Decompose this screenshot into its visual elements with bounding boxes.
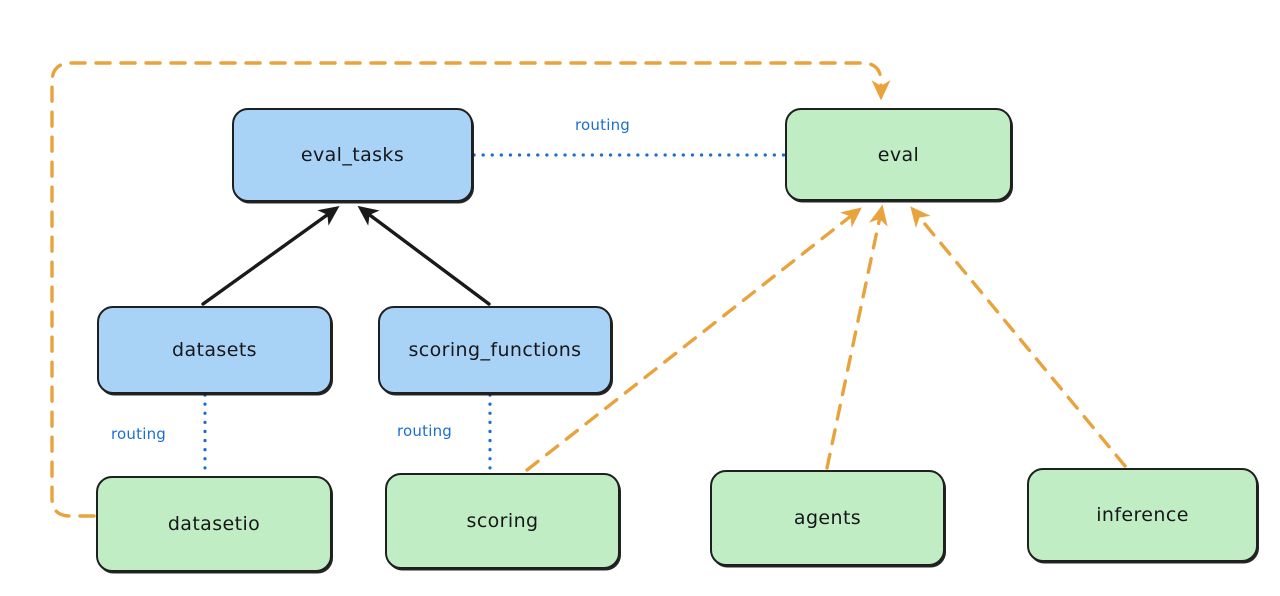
node-scoring-functions[interactable]: scoring_functions (378, 306, 612, 394)
node-eval-tasks[interactable]: eval_tasks (232, 108, 473, 202)
node-scoring-label: scoring (466, 510, 539, 532)
edge-datasets-to-eval-tasks (201, 206, 340, 306)
node-agents[interactable]: agents (710, 470, 945, 566)
edge-label-routing-scoring-functions-scoring: routing (397, 422, 452, 440)
node-eval[interactable]: eval (785, 108, 1012, 201)
edge-inference-to-eval (910, 206, 1127, 468)
node-scoring-functions-label: scoring_functions (408, 339, 582, 361)
node-datasets-label: datasets (172, 339, 257, 361)
node-inference-label: inference (1096, 504, 1189, 526)
node-agents-label: agents (793, 507, 862, 529)
node-datasetio-label: datasetio (167, 513, 261, 535)
node-eval-tasks-label: eval_tasks (300, 144, 405, 166)
node-scoring[interactable]: scoring (385, 473, 620, 569)
edge-label-routing-datasets-datasetio: routing (111, 425, 166, 443)
edge-scoring-functions-to-eval-tasks (357, 205, 491, 306)
node-datasetio[interactable]: datasetio (96, 476, 332, 572)
node-inference[interactable]: inference (1027, 468, 1258, 562)
edge-agents-to-eval (825, 204, 888, 470)
node-eval-label: eval (877, 143, 920, 166)
node-datasets[interactable]: datasets (97, 306, 332, 394)
edge-label-routing-eval-tasks-eval: routing (575, 116, 630, 134)
